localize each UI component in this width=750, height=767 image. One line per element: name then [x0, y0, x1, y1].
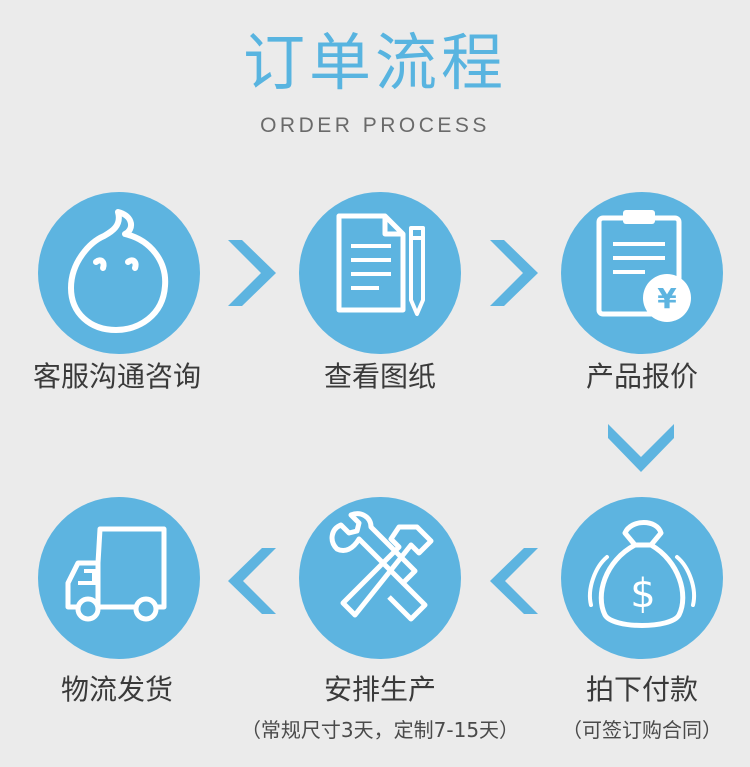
step-production-note: （常规尺寸3天，定制7-15天） — [240, 718, 520, 742]
page-title: 订单流程 — [242, 26, 507, 99]
arrow-right-1 — [228, 240, 276, 306]
tools-icon — [329, 511, 434, 622]
arrow-left-1 — [490, 548, 538, 614]
arrow-down — [608, 424, 674, 472]
arrow-left-2 — [228, 548, 276, 614]
step-drawing-circle — [299, 192, 461, 354]
money-bag-icon: $ — [588, 520, 696, 628]
clipboard-yen-icon: ¥ — [596, 210, 691, 322]
delivery-truck-icon — [65, 526, 167, 622]
step-drawing-label: 查看图纸 — [323, 360, 436, 393]
step-payment-label: 拍下付款 — [585, 673, 698, 706]
page-subtitle: ORDER PROCESS — [260, 114, 490, 137]
yen-symbol: ¥ — [657, 282, 677, 315]
step-consult-label: 客服沟通咨询 — [32, 360, 201, 393]
step-consult-circle — [38, 192, 200, 354]
arrow-right-2 — [490, 240, 538, 306]
step-quote-circle: ¥ — [561, 192, 723, 354]
dollar-symbol: $ — [630, 571, 655, 617]
step-shipping-circle — [38, 497, 200, 659]
document-pen-icon — [336, 213, 425, 316]
step-quote-label: 产品报价 — [585, 360, 698, 393]
step-production-circle — [299, 497, 461, 659]
chat-bubble-icon — [68, 209, 169, 333]
step-production-label: 安排生产 — [323, 673, 436, 706]
step-payment-note: （可签订购合同） — [562, 718, 722, 742]
step-payment-circle: $ — [561, 497, 723, 659]
step-shipping-label: 物流发货 — [60, 673, 173, 706]
